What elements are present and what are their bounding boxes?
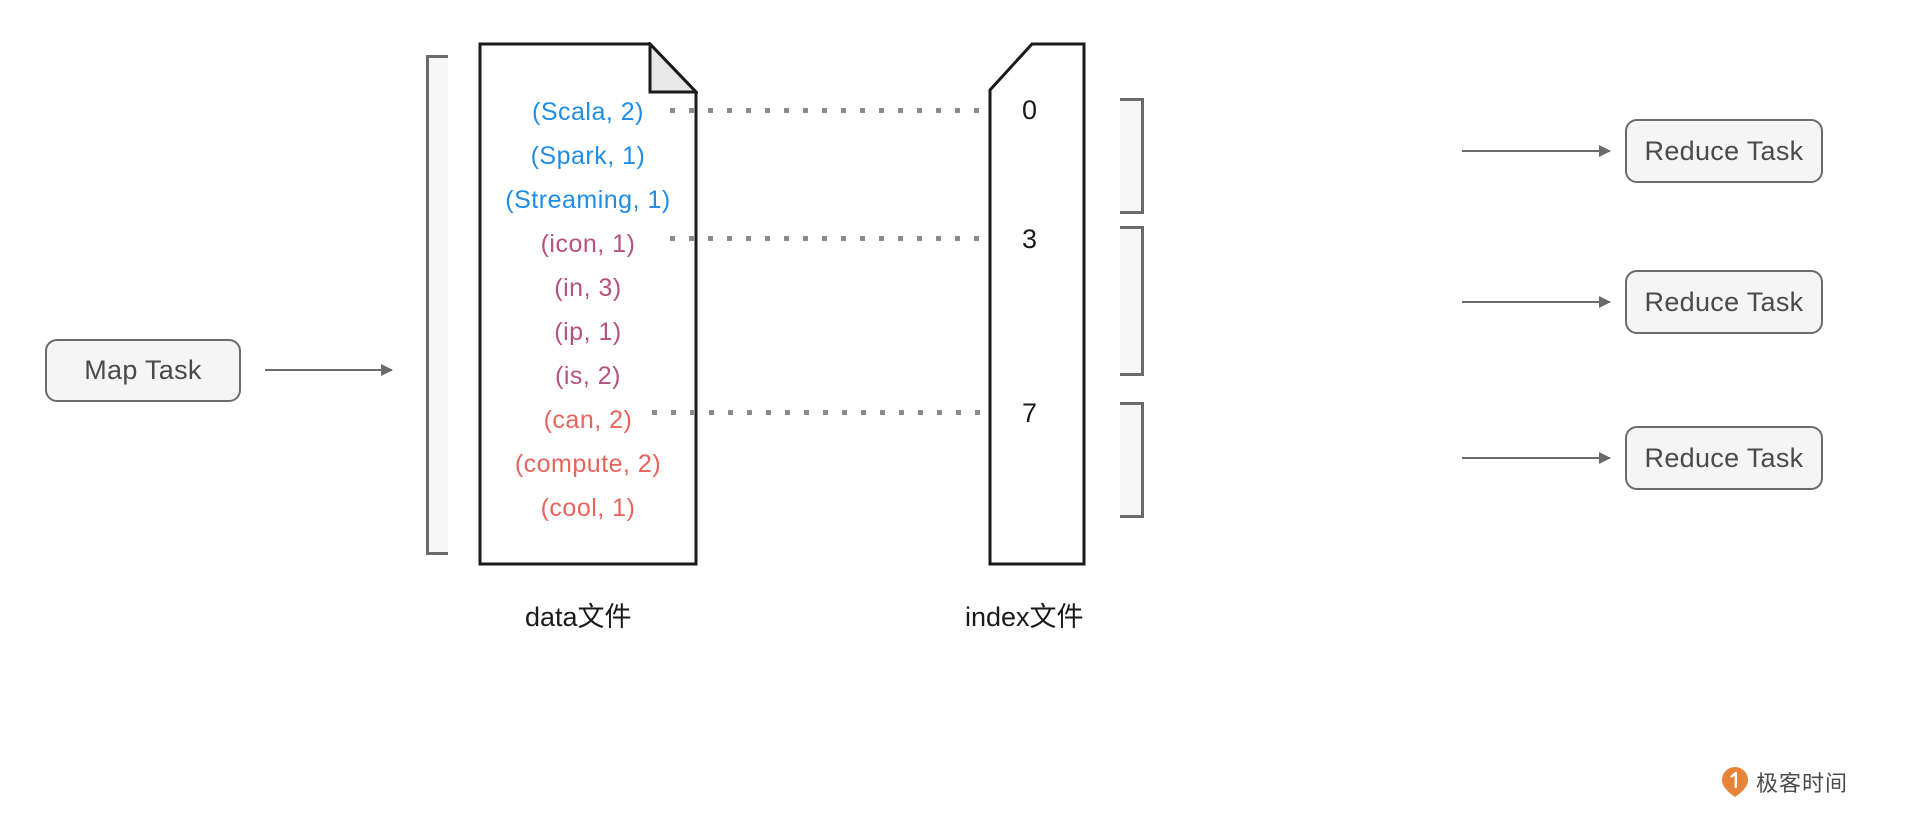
reduce-task-label: Reduce Task: [1644, 442, 1804, 473]
left-bracket: [426, 55, 448, 555]
dotted-connector-3: [670, 236, 1015, 241]
arrow-to-reduce-1: [1462, 145, 1611, 157]
kv-entry: (Streaming, 1): [505, 186, 671, 214]
right-bracket-partition-2: [1120, 226, 1144, 376]
kv-entry: (Spark, 1): [530, 142, 646, 170]
map-task-label: Map Task: [84, 355, 202, 385]
index-offset-7: 7: [1022, 398, 1038, 428]
kv-entry: (can, 2): [543, 406, 633, 434]
reduce-task-label: Reduce Task: [1644, 135, 1804, 166]
kv-entry: (cool, 1): [540, 494, 636, 522]
arrow-to-reduce-2: [1462, 296, 1611, 308]
index-file-outline: [988, 42, 1086, 566]
map-task-box: Map Task: [45, 339, 241, 402]
watermark-text: 极客时间: [1756, 771, 1849, 796]
reduce-task-box-2: Reduce Task: [1625, 270, 1823, 334]
kv-entry: (Scala, 2): [532, 98, 644, 126]
index-file-caption: index文件: [965, 602, 1084, 632]
arrow-to-reduce-3: [1462, 452, 1611, 464]
index-file-shape: [988, 42, 1086, 566]
reduce-task-label: Reduce Task: [1644, 286, 1804, 317]
data-file-shape: [478, 42, 698, 566]
geektime-pin-icon: [1722, 767, 1748, 797]
kv-entry: (icon, 1): [540, 230, 636, 258]
arrow-map-to-data: [265, 364, 393, 376]
reduce-task-box-3: Reduce Task: [1625, 426, 1823, 490]
reduce-task-box-1: Reduce Task: [1625, 119, 1823, 183]
index-offset-3: 3: [1022, 224, 1038, 254]
right-bracket-partition-3: [1120, 402, 1144, 518]
data-file-entries: (Scala, 2) (Spark, 1) (Streaming, 1) (ic…: [478, 42, 698, 566]
kv-entry: (compute, 2): [514, 450, 662, 478]
kv-entry: (is, 2): [555, 362, 621, 390]
data-file-caption: data文件: [525, 602, 632, 632]
dotted-connector-7: [652, 410, 1015, 415]
kv-entry: (ip, 1): [554, 318, 622, 346]
kv-entry: (in, 3): [554, 274, 622, 302]
data-file-outline: [478, 42, 698, 566]
watermark-logo: 极客时间: [1722, 766, 1848, 798]
right-bracket-partition-1: [1120, 98, 1144, 214]
index-offset-0: 0: [1022, 95, 1038, 125]
dotted-connector-0: [670, 108, 1015, 113]
